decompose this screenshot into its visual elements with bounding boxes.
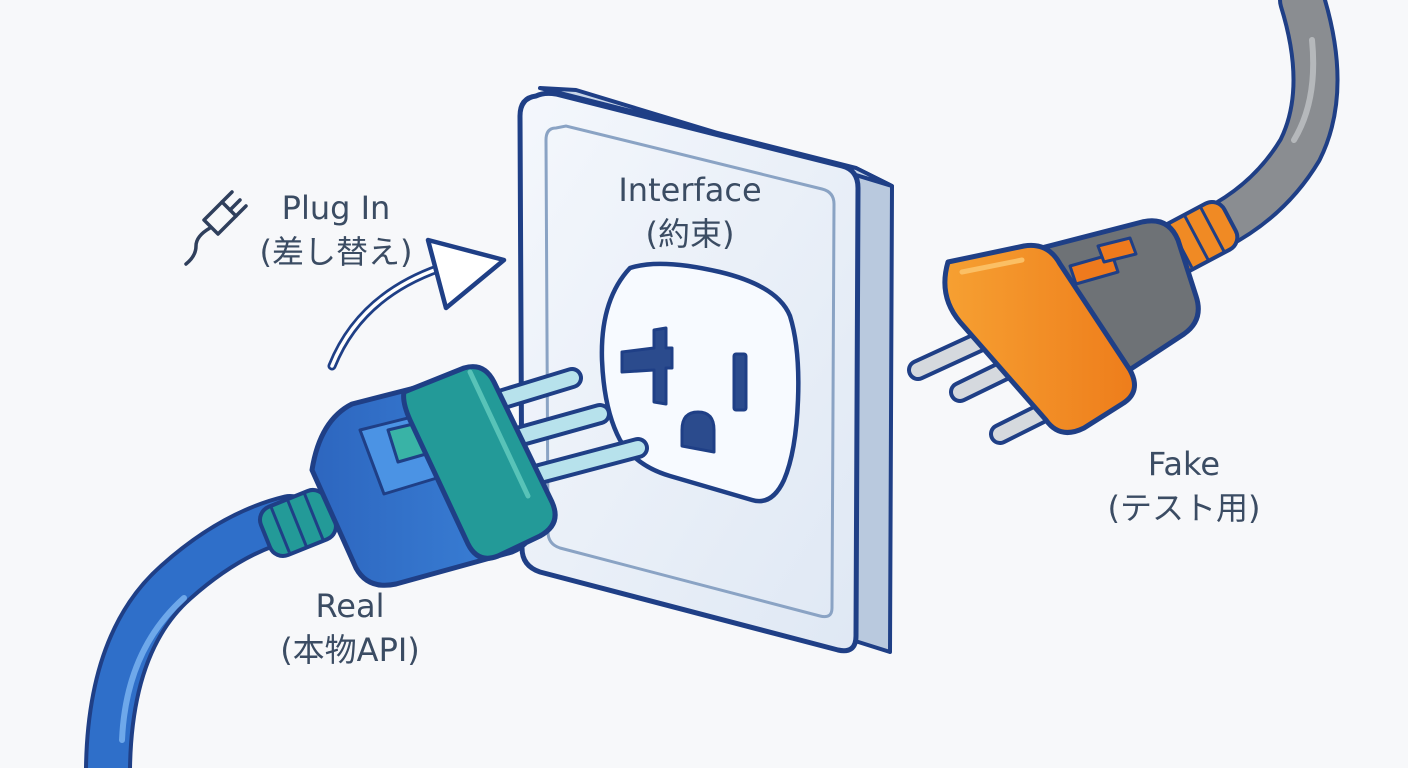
interface-title: Interface: [618, 171, 762, 209]
curved-arrow-icon: [327, 237, 507, 371]
wall-outlet: [517, 86, 894, 654]
plug-in-label: Plug In (差し替え): [236, 186, 436, 274]
plug-in-title: Plug In: [281, 189, 391, 227]
real-prongs: [489, 367, 649, 487]
interface-label: Interface (約束): [570, 168, 810, 256]
real-title: Real: [315, 587, 385, 625]
fake-plug: [907, 0, 1340, 445]
fake-label: Fake (テスト用): [1074, 442, 1294, 530]
plug-in-subtitle: (差し替え): [259, 233, 413, 271]
plug-icon: [184, 190, 248, 266]
real-label: Real (本物API): [230, 584, 470, 672]
real-plug: [84, 364, 649, 768]
real-subtitle: (本物API): [280, 631, 420, 669]
fake-subtitle: (テスト用): [1107, 489, 1261, 527]
fake-title: Fake: [1147, 445, 1221, 483]
interface-subtitle: (約束): [645, 215, 735, 253]
